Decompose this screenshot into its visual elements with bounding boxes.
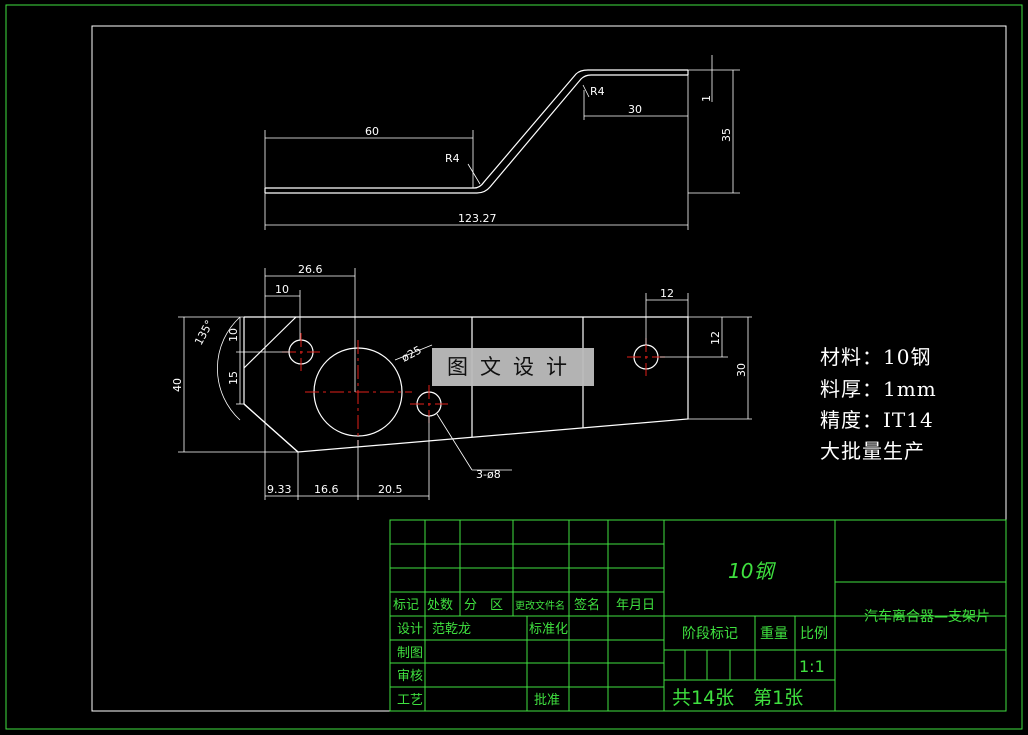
dim-angle: 135° [192,318,216,348]
tb-draw: 制图 [397,646,423,661]
tb-h-count: 处数 [427,598,453,613]
dim-20-5: 20.5 [378,483,403,496]
tb-standard: 标准化 [529,622,568,637]
tb-h-date: 年月日 [616,598,655,613]
dim-40: 40 [171,378,184,392]
tb-approve: 批准 [534,693,560,708]
dim-30: 30 [628,103,642,116]
dim-26-6: 26.6 [298,263,323,276]
dim-9-33: 9.33 [267,483,292,496]
dim-12-top: 12 [660,287,674,300]
spec-precision: 精度：IT14 [820,408,934,432]
dim-1: 1 [700,95,713,102]
dim-r4-right: R4 [590,85,605,98]
tb-stage: 阶段标记 [682,626,738,642]
tb-part-name: 汽车离合器—支架片 [864,608,990,625]
bent-view-dimensions [264,55,740,230]
tb-material: 10钢 [728,559,776,583]
dim-holes: 3-ø8 [476,468,501,481]
dim-12-right: 12 [709,331,722,345]
title-block-text: 10钢 汽车离合器—支架片 标记 处数 分 区 更改文件名 签名 年月日 设计 … [393,559,990,709]
tb-weight: 重量 [760,626,788,642]
dim-10-top: 10 [275,283,289,296]
dim-60: 60 [365,125,379,138]
tb-h-sign: 签名 [574,597,600,613]
tb-scale: 1:1 [799,657,825,676]
dim-30-right: 30 [735,363,748,377]
center-lines [282,333,665,445]
flat-view-dimensions [178,268,752,500]
bent-view-dimension-labels: 60 123.27 30 R4 R4 35 1 [365,85,733,225]
tb-sheets: 共14张 第1张 [672,687,803,709]
title-block-grid [389,519,1007,712]
watermark-label: 图文设计 [432,348,594,386]
dim-r4-left: R4 [445,152,460,165]
spec-material: 材料：10钢 [820,345,932,369]
dim-10-left: 10 [227,328,240,342]
tb-h-mark: 标记 [393,598,419,613]
tb-h-doc: 更改文件名 [515,599,565,612]
tb-scale-label: 比例 [800,626,828,642]
dim-35: 35 [720,128,733,142]
tb-design: 设计 [397,622,423,637]
dim-15-left: 15 [227,371,240,385]
bent-profile-view [264,69,689,194]
dim-123-27: 123.27 [458,212,497,225]
dim-16-6: 16.6 [314,483,339,496]
tb-designer: 范乾龙 [432,622,471,637]
tb-review: 审核 [397,669,423,684]
tb-process: 工艺 [397,693,423,708]
spec-thickness: 料厚：1mm [820,377,937,401]
dim-big-hole: ø25 [399,343,423,364]
outer-border [5,4,1023,730]
tb-h-zone: 分 区 [464,598,503,613]
spec-production: 大批量生产 [820,439,925,463]
